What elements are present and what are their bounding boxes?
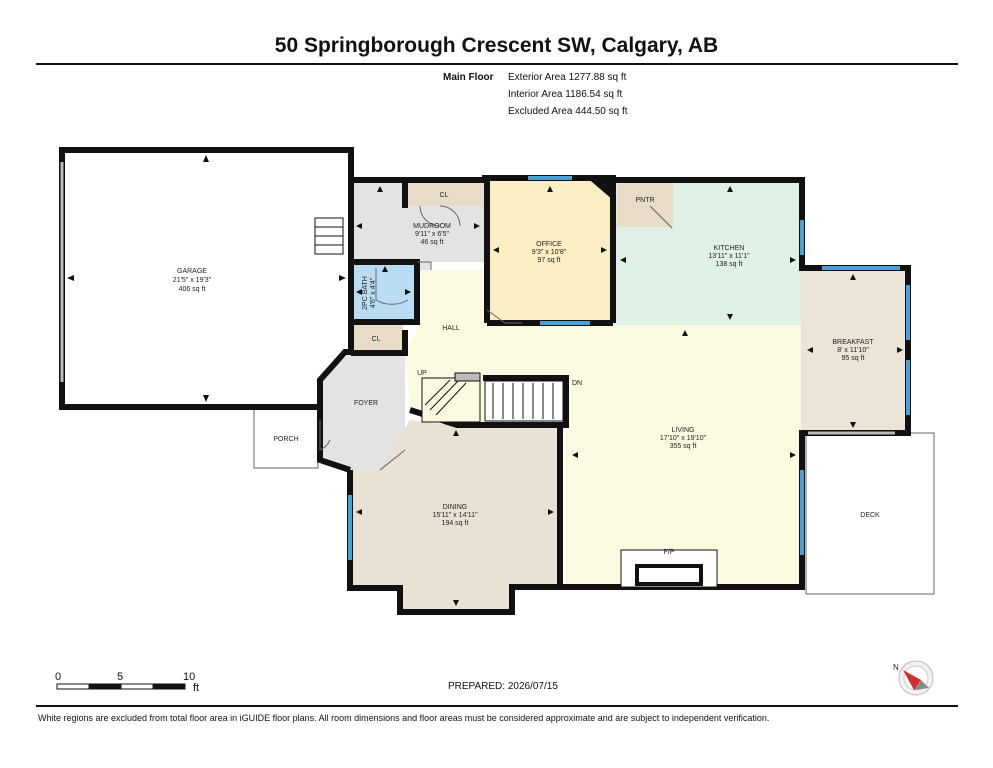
fireplace — [620, 549, 718, 588]
stairs — [314, 217, 564, 423]
interior-area: Interior Area 1186.54 sq ft — [508, 89, 623, 100]
floor-label: Main Floor — [443, 72, 494, 83]
foyer-closet-label: CL — [372, 336, 381, 343]
newel-post — [454, 372, 481, 382]
door-swings — [319, 205, 673, 471]
breakfast-dims: 8' x 11'10" — [837, 347, 869, 354]
compass-icon: N — [893, 660, 934, 696]
foyer-walls — [317, 324, 354, 473]
foyer-closet-wall — [351, 330, 408, 356]
mudroom-label: MUDROOM — [413, 223, 451, 230]
breakfast-label: BREAKFAST — [832, 339, 874, 346]
garage-label: GARAGE — [177, 268, 207, 275]
stair-down — [484, 380, 564, 422]
dimension-arrows — [67, 155, 903, 606]
porch-label: PORCH — [273, 436, 298, 443]
disclaimer: White regions are excluded from total fl… — [38, 713, 770, 723]
foyer-fill — [320, 352, 405, 470]
dining-walls — [347, 470, 566, 615]
excluded-area: Excluded Area 444.50 sq ft — [508, 106, 628, 117]
office-area: 97 sq ft — [538, 257, 561, 264]
mudroom-dims: 9'11" x 6'5" — [415, 231, 449, 238]
title-rule — [36, 63, 958, 65]
deck-fill — [805, 432, 935, 595]
deck-label: DECK — [860, 512, 880, 519]
mudroom-closet-fill — [405, 181, 483, 206]
scale-label-5: 5 — [117, 671, 124, 683]
living-dims: 17'10" x 19'10" — [660, 435, 707, 442]
stair-down-label: DN — [572, 380, 582, 387]
office-label: OFFICE — [536, 241, 562, 248]
office-dims: 9'3" x 10'8" — [532, 249, 567, 256]
dining-label: DINING — [443, 504, 468, 511]
garage-area: 406 sq ft — [179, 286, 206, 293]
mudroom-closet-label: CL — [440, 192, 449, 199]
porch-fill — [253, 406, 319, 469]
windows — [348, 176, 910, 560]
garage-fill — [62, 150, 351, 407]
scale-label-10: 10 — [183, 671, 196, 683]
dining-area: 194 sq ft — [442, 520, 469, 527]
mudroom-area: 46 sq ft — [421, 239, 444, 246]
garage-walls — [59, 147, 354, 410]
hall-living-fill — [405, 270, 801, 587]
breakfast-area: 95 sq ft — [842, 355, 865, 362]
stair-up-label: UP — [417, 370, 427, 377]
bath-dims: 4'6" x 4'4" — [370, 277, 377, 308]
kitchen-area: 138 sq ft — [716, 261, 743, 268]
footer-rule — [36, 705, 958, 707]
dining-dims: 15'11" x 14'11" — [432, 512, 478, 519]
kitchen-label: KITCHEN — [714, 245, 745, 252]
scale-label-0: 0 — [55, 671, 62, 683]
bath-walls — [351, 259, 420, 325]
bath-label: 2PC BATH — [362, 276, 369, 310]
office-ne-corner — [585, 176, 613, 200]
office-fill — [487, 180, 613, 323]
kitchen-dims: 13'11" x 11'1" — [708, 253, 750, 260]
scale-bar — [56, 683, 186, 690]
pantry-label: PNTR — [635, 197, 654, 204]
foyer-label: FOYER — [354, 400, 378, 407]
fireplace-label: F/P — [664, 549, 675, 556]
prepared-date: PREPARED: 2026/07/15 — [448, 681, 558, 692]
exterior-area: Exterior Area 1277.88 sq ft — [508, 72, 627, 83]
living-label: LIVING — [672, 427, 695, 434]
scale-unit: ft — [193, 682, 200, 694]
dining-fill — [350, 420, 560, 612]
garage-dims: 21'5" x 19'3" — [173, 277, 212, 284]
plan-title: 50 Springborough Crescent SW, Calgary, A… — [274, 34, 719, 57]
living-area: 355 sq ft — [670, 443, 697, 450]
stair-up — [421, 377, 481, 423]
compass-north-label: N — [893, 663, 899, 672]
foyer-closet-fill — [351, 324, 403, 352]
breakfast-fill — [801, 268, 908, 433]
hall-label: HALL — [442, 325, 460, 332]
